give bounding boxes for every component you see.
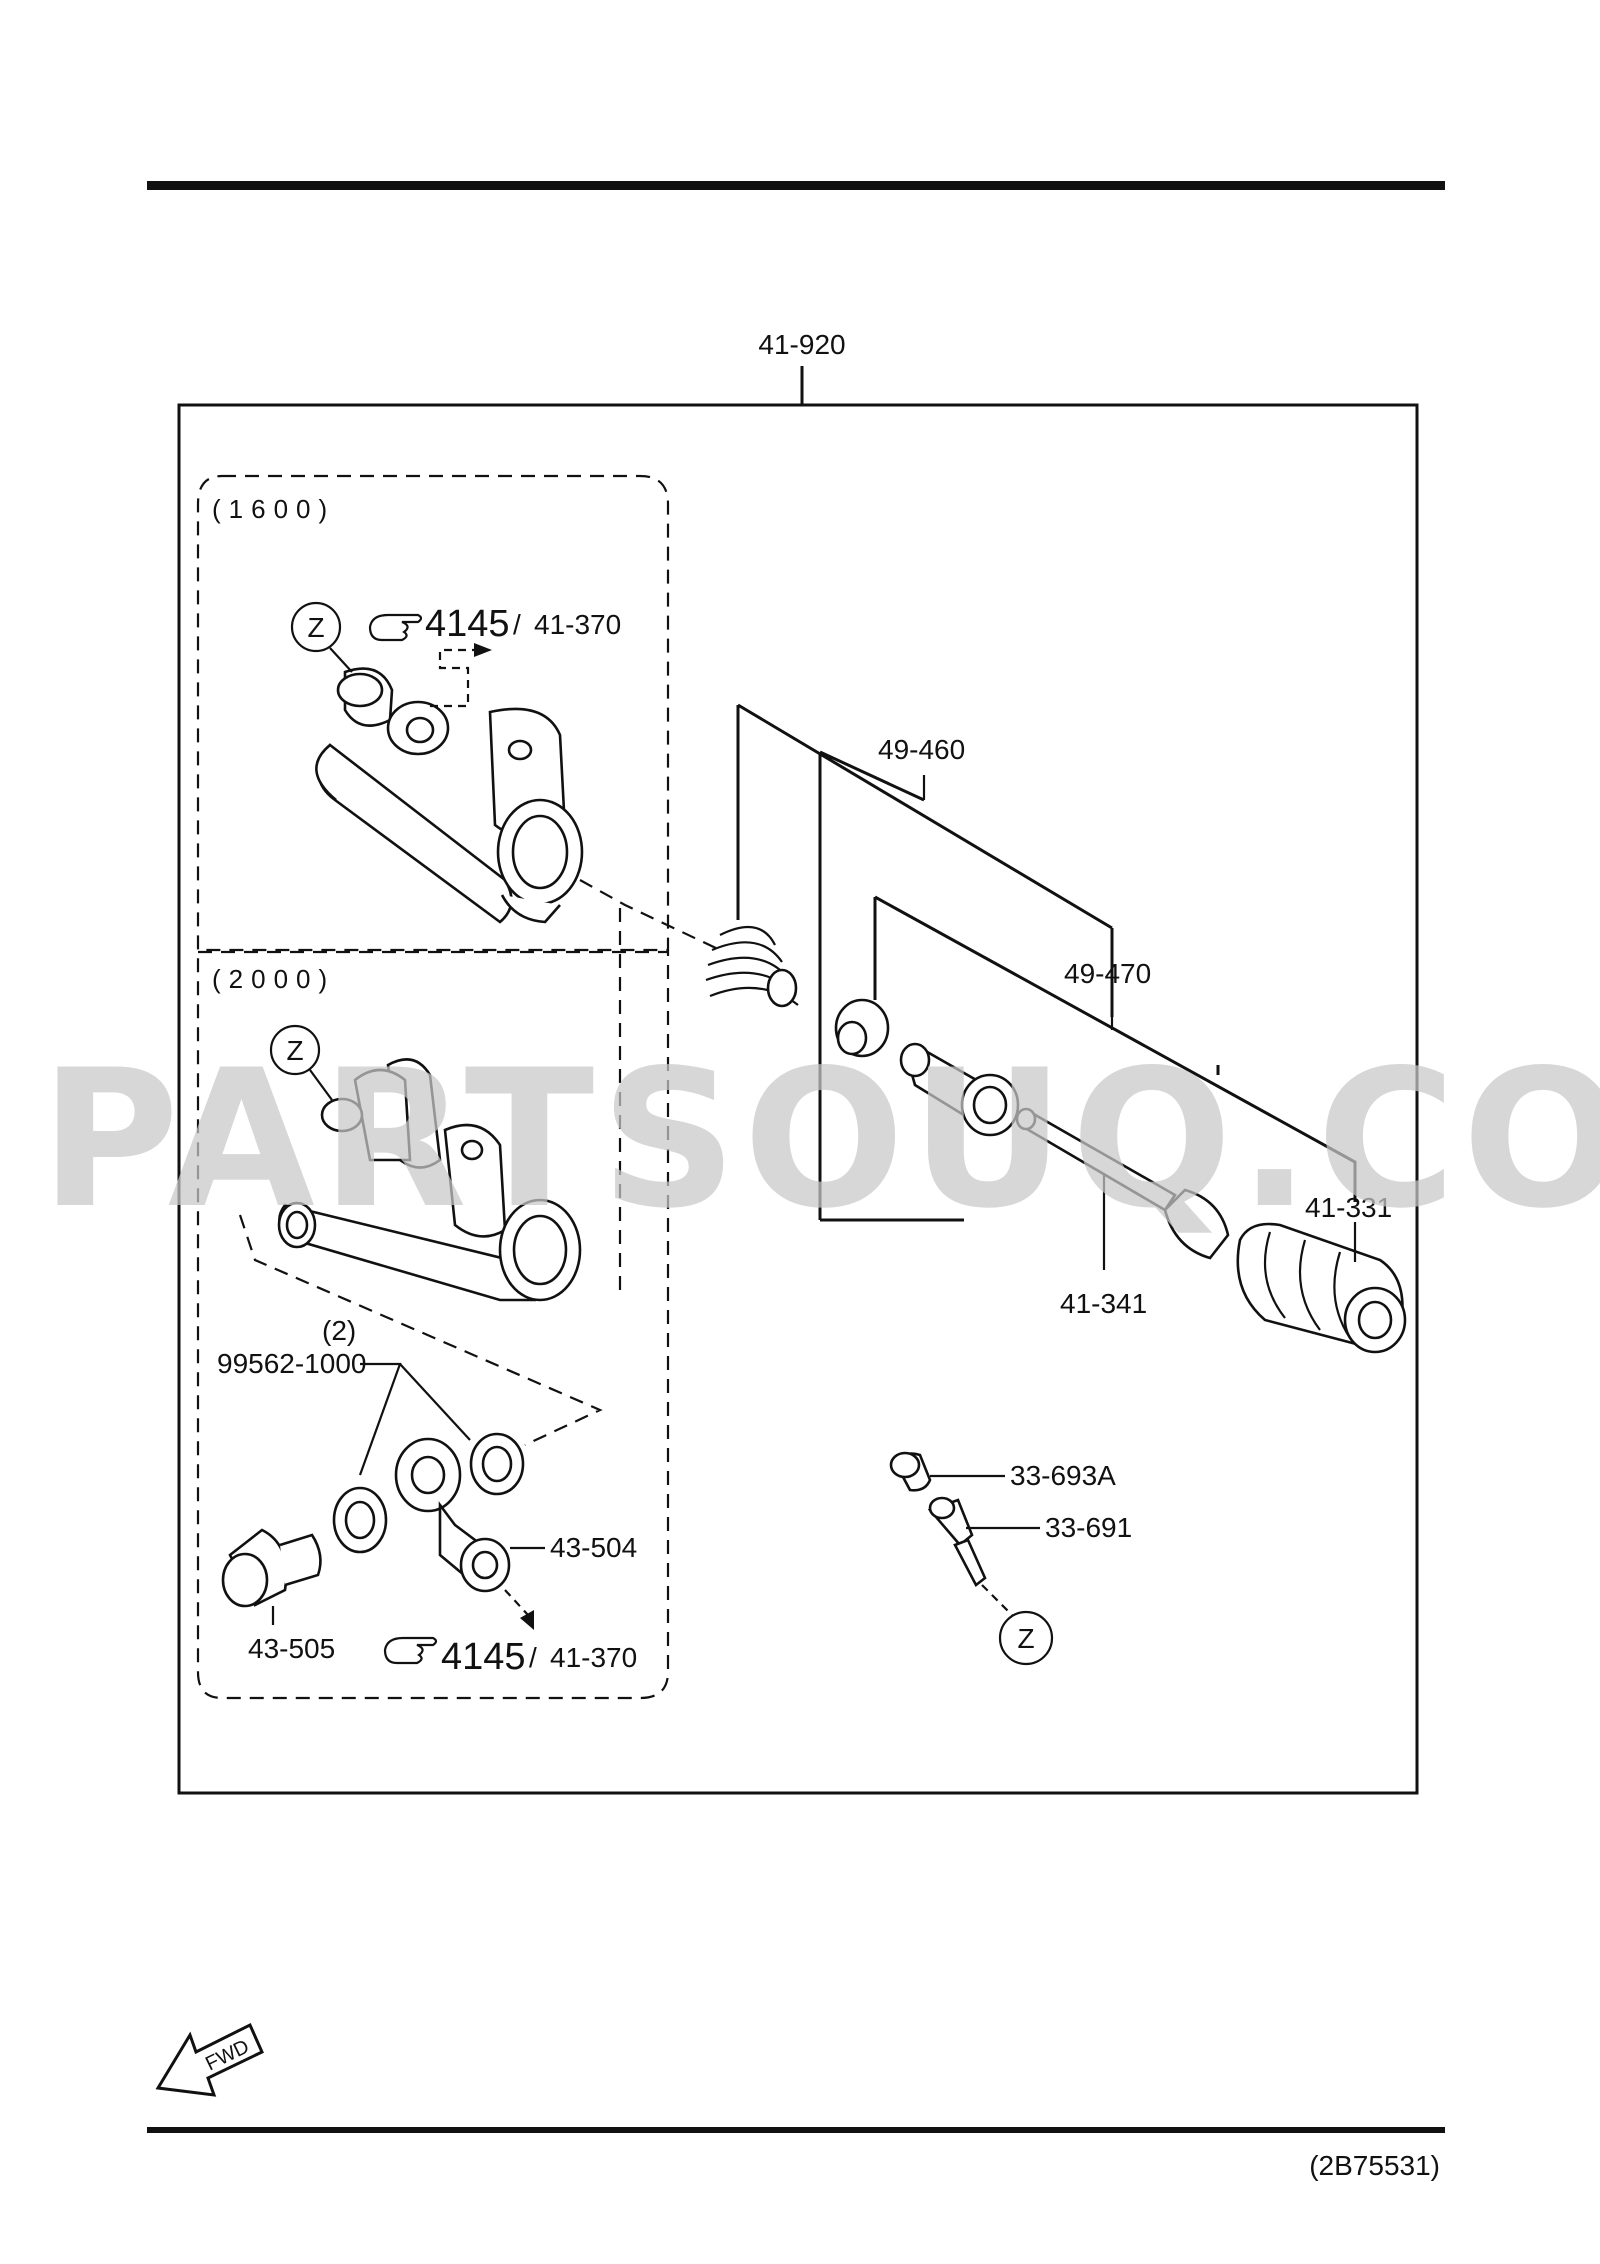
- bracket-49-460: [736, 703, 1114, 1222]
- watermark: PARTSOUQ.COM: [40, 1029, 1600, 1250]
- ref-page-1[interactable]: 41-370: [534, 609, 621, 640]
- ref-slash-1: /: [513, 609, 521, 640]
- z-leader-2000: [309, 1069, 333, 1101]
- bottom-rule: [147, 2127, 1445, 2133]
- hand-pointer-icon: [368, 613, 423, 642]
- bleeder-cap[interactable]: [889, 1451, 932, 1492]
- variant-1600-label: (1600): [212, 494, 335, 524]
- dust-boot[interactable]: [1236, 1222, 1407, 1354]
- callout-41-331[interactable]: 41-331: [1305, 1192, 1392, 1223]
- washer-1[interactable]: [332, 1486, 388, 1554]
- callout-33-691[interactable]: 33-691: [1045, 1512, 1132, 1543]
- callout-43-505[interactable]: 43-505: [248, 1633, 335, 1664]
- banjo-bolt[interactable]: [221, 1528, 322, 1608]
- ref-group-2[interactable]: 4145: [441, 1636, 526, 1678]
- push-rod[interactable]: [1015, 1107, 1230, 1260]
- assembly-frame: [177, 403, 1419, 1795]
- cup-seal[interactable]: [834, 998, 890, 1058]
- svg-text:Z: Z: [307, 612, 324, 643]
- callout-49-470[interactable]: 49-470: [1064, 958, 1151, 989]
- svg-text:Z: Z: [1017, 1623, 1034, 1654]
- svg-text:Z: Z: [286, 1035, 303, 1066]
- variant-1600-frame: [196, 474, 670, 952]
- variant-2000-label: (2000): [212, 964, 335, 994]
- z-leader-1600: [329, 647, 353, 673]
- callout-43-504[interactable]: 43-504: [550, 1532, 637, 1563]
- bleeder-z-leader: [981, 1584, 1013, 1616]
- z-circle-marker: Z: [269, 1024, 321, 1076]
- ref-arrow-1600: [430, 648, 485, 708]
- bleeder-screw[interactable]: [927, 1496, 987, 1587]
- piston[interactable]: [899, 1042, 1020, 1137]
- dashed-connector-2000: [238, 900, 622, 1446]
- dashed-connector-main: [579, 879, 721, 951]
- cylinder-1600[interactable]: [315, 667, 584, 924]
- assembly-label[interactable]: 41-920: [758, 329, 845, 360]
- spring[interactable]: [705, 925, 799, 1008]
- fwd-arrow-icon: FWD: [155, 2022, 264, 2097]
- qty-99562: (2): [322, 1315, 356, 1346]
- ref-arrow-1600-head: [474, 643, 492, 657]
- diagram-code: (2B75531): [1309, 2150, 1440, 2181]
- callout-49-460[interactable]: 49-460: [878, 734, 965, 765]
- callout-33-693a[interactable]: 33-693A: [1010, 1460, 1116, 1491]
- callout-41-341[interactable]: 41-341: [1060, 1288, 1147, 1319]
- ref-group-1[interactable]: 4145: [425, 603, 510, 645]
- ref-slash-2: /: [529, 1642, 537, 1673]
- banjo-arrow-head: [520, 1610, 534, 1630]
- cylinder-2000[interactable]: [277, 1058, 582, 1302]
- banjo-arrow: [504, 1589, 529, 1616]
- z-circle-marker: Z: [290, 601, 342, 653]
- washer-2[interactable]: [469, 1432, 525, 1496]
- bracket-49-470: [873, 895, 1357, 1202]
- z-circle-marker: Z: [998, 1610, 1054, 1666]
- variant-2000-frame: [196, 950, 670, 1700]
- ref-page-2[interactable]: 41-370: [550, 1642, 637, 1673]
- callout-99562-1000[interactable]: 99562-1000: [217, 1348, 366, 1379]
- banjo-fitting[interactable]: [394, 1437, 511, 1593]
- leader-99562: [358, 1362, 471, 1476]
- hand-pointer-icon: [383, 1636, 438, 1665]
- top-rule: [147, 181, 1445, 190]
